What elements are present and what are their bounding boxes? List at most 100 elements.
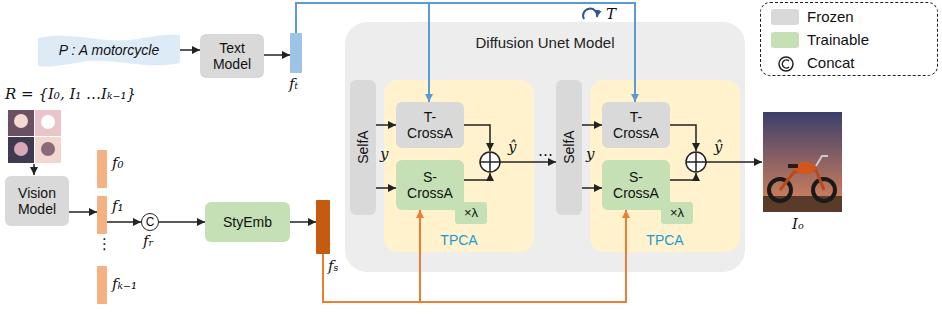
sum-symbol-cross [686,152,706,172]
signal-label: ŷ [508,139,516,156]
vision-model-box: Vision Model [5,176,69,226]
motorcycle-handle [816,156,828,166]
legend-row: Trainable [771,32,931,48]
sum-symbol-cross [480,152,500,172]
text-model-box: Text Model [200,34,264,78]
thumbnail [8,137,34,163]
loop-arrow [583,9,597,19]
thumbnail [8,110,34,136]
style-feature-bar: fₛ [316,200,330,254]
arrow-connector [107,221,141,223]
image-feature-bar: f₀ [97,150,107,188]
node-text: fₛ [328,258,339,275]
output-arrow [706,161,762,163]
node-text: Vision Model [11,185,63,217]
legend-text: Frozen [807,8,854,26]
signal-label: y [380,146,388,163]
unet-panel-fill [345,22,745,272]
feature-label: fᵣ [143,233,154,250]
self-attention-box: SelfA [350,80,376,215]
sum-symbol [686,152,706,172]
legend-text: Concat [807,54,855,72]
legend-row: Concat [771,55,931,71]
arrow-connector [376,187,396,189]
node-text: S- CrossA [608,169,664,201]
arrow-connector [323,210,420,302]
node-text: SelfA [561,131,577,164]
arrow-connector [159,221,205,223]
arrow-connector [264,54,290,56]
thumbnail-figure [14,114,28,128]
output-image [763,112,842,212]
legend-swatch [771,32,799,48]
node-text: T- CrossA [608,109,664,141]
sum-wire [462,125,490,151]
node-text: fₖ₋₁ [112,276,137,293]
legend-swatch [771,9,799,25]
node-text: fₜ [289,76,298,93]
node-text: f₁ [112,198,124,215]
image-feature-bar: f₁ [97,196,107,234]
node-text: TPCA [590,232,740,248]
node-text: C [146,216,155,228]
thumbnail [35,137,61,163]
node-text: P : A motorcycle [59,42,159,58]
output-wire [500,161,534,163]
node-text: ×λ [670,206,684,221]
node-text: T- CrossA [402,109,458,141]
thumbnail-figure [14,142,28,156]
reference-set-label: R = {I₀, I₁ …Iₖ₋₁} [5,86,136,103]
tpca-block-fill [384,80,534,252]
node-text: Diffusion Unet Model [345,34,745,51]
text-cross-attention-box: T- CrossA [602,102,670,148]
arrow-connector [290,221,316,223]
motorcycle-seat [788,164,798,168]
self-attention-box: SelfA [556,80,582,215]
arrow-connector [296,3,635,102]
node-text: TPCA [384,232,534,248]
tpca-block: TPCA T- CrossA S- CrossA ×λ [384,80,534,252]
node-text: Text Model [206,40,258,72]
banner-fill [38,35,180,67]
prompt-banner: P : A motorcycle [38,32,180,68]
image-background [763,112,842,212]
reference-images [8,110,61,163]
node-text: S- CrossA [402,169,458,201]
node-text: SelfA [355,131,371,164]
image-input-arrow [33,164,35,175]
image-feature-bar: fₖ₋₁ [97,266,107,304]
sum-wire [668,173,696,180]
timestep-label: T [606,6,616,23]
tpca-block-fill [590,80,740,252]
node-text: f₀ [112,155,124,172]
concat-sample-mark [782,60,789,68]
signal-label: y [586,146,594,163]
scale-box: ×λ [661,202,693,224]
concat-symbol: C [141,213,159,231]
thumbnail [35,110,61,136]
signal-label: ŷ [714,139,722,156]
text-cross-attention-box: T- CrossA [396,102,464,148]
ellipsis-mark: ⋮ [97,236,112,253]
legend-row: Frozen [771,9,931,25]
sum-wire [462,173,490,180]
output-label: Iₒ [792,216,804,233]
arrow-connector [69,211,97,213]
node-text: StyEmb [223,214,272,230]
arrow-connector [376,124,396,126]
text-feature-bar: fₜ [290,33,302,73]
style-cross-attention-box: S- CrossA [396,160,464,210]
ellipsis-mark: … [538,143,553,160]
thumbnail-figure [41,115,55,129]
arrow-connector [582,124,602,126]
node-text: ×λ [464,206,478,221]
thumbnail-figure [41,142,55,156]
arrow-connector [180,49,200,51]
arrow-connector [534,161,556,163]
scale-box: ×λ [455,202,487,224]
style-cross-attention-box: S- CrossA [602,160,670,210]
arrow-connector [582,187,602,189]
concat-sample [779,57,793,71]
sum-wire [668,125,696,151]
sum-symbol [480,152,500,172]
